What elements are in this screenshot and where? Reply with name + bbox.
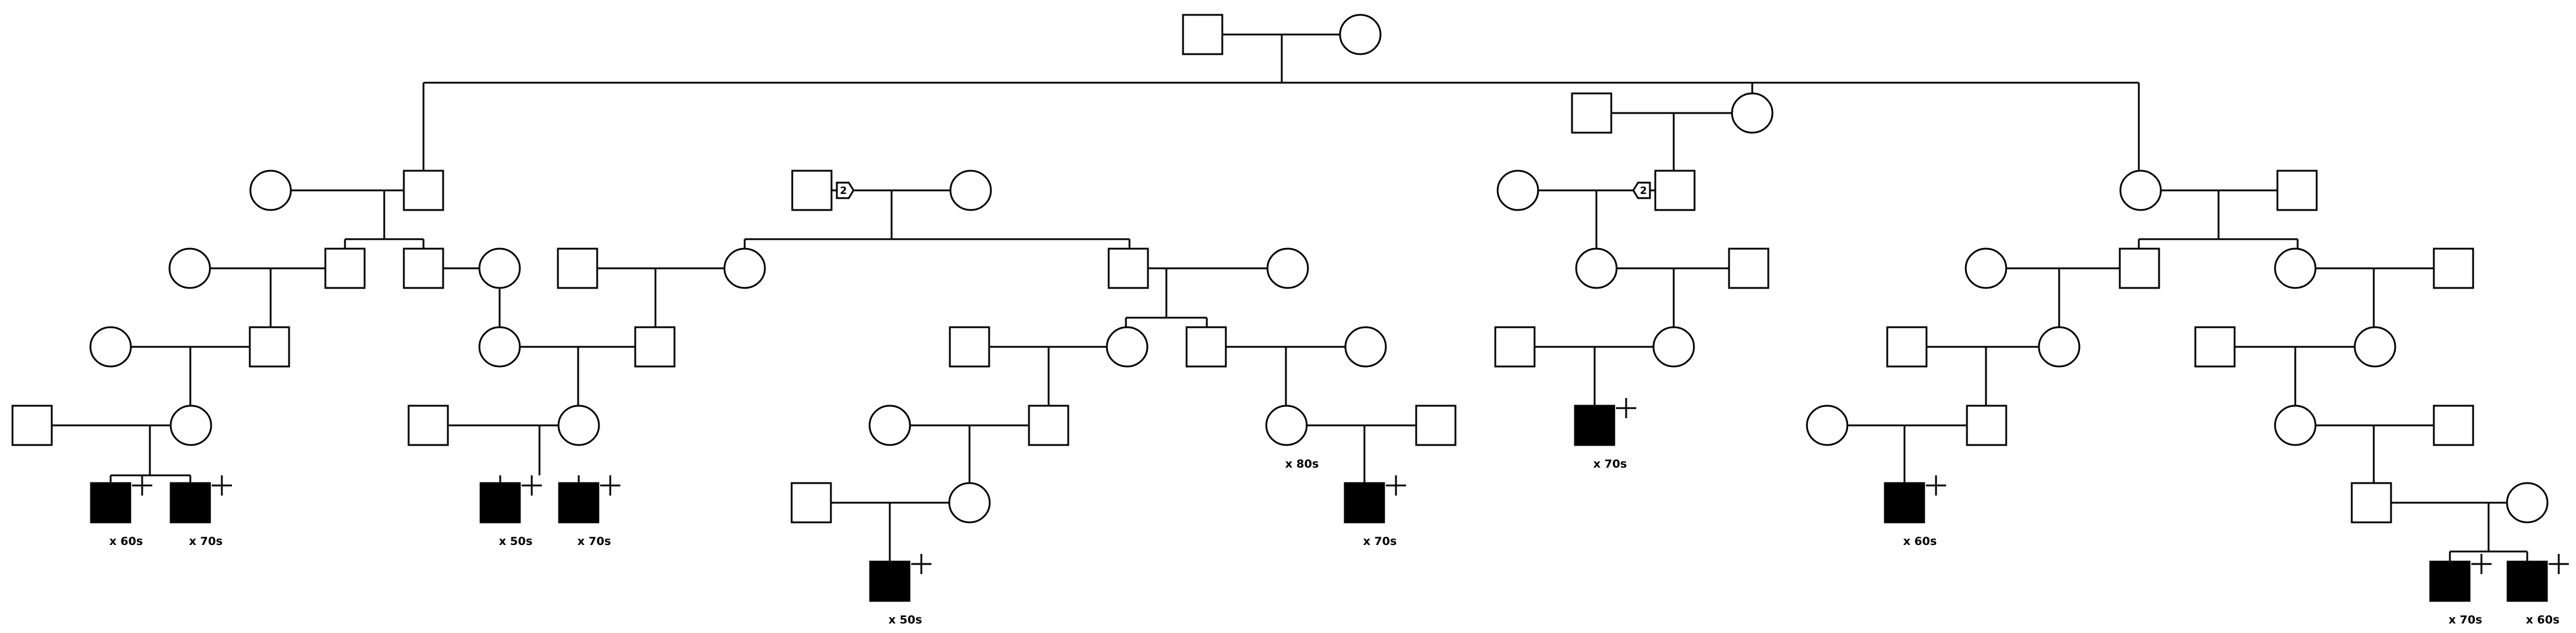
female-symbol-I36 <box>1652 326 1695 368</box>
female-symbol-I11 <box>2119 170 2162 211</box>
male-symbol-I41 <box>11 405 53 446</box>
male-symbol-I10 <box>1654 170 1696 211</box>
male-symbol-I3 <box>1571 92 1612 134</box>
female-symbol-I47 <box>1265 405 1308 446</box>
age-label: x 70s <box>578 535 611 548</box>
female-symbol-I45 <box>868 405 911 446</box>
age-label: x 60s <box>109 535 143 548</box>
male-symbol-I30 <box>634 326 676 368</box>
age-label: x 70s <box>1593 457 1627 471</box>
deceased-cross-icon <box>2549 554 2569 574</box>
male-symbol-I1 <box>1182 14 1223 55</box>
male-symbol-I24 <box>2119 247 2160 289</box>
female-symbol-I63 <box>2506 482 2549 524</box>
duplicate-flag-number: 2 <box>1640 185 1647 197</box>
male-symbol-I28 <box>249 326 290 368</box>
affected-male-symbol-I55 <box>170 482 211 524</box>
male-symbol-I39 <box>2194 326 2236 368</box>
female-symbol-I52 <box>2274 405 2317 446</box>
age-label: x 70s <box>1363 535 1397 548</box>
male-symbol-I7 <box>791 170 833 211</box>
male-symbol-I6 <box>403 170 444 211</box>
female-symbol-I5 <box>249 170 292 211</box>
deceased-cross-icon <box>1926 475 1946 496</box>
affected-male-symbol-I64 <box>869 560 911 602</box>
male-symbol-I62 <box>2351 482 2392 524</box>
deceased-cross-icon <box>911 554 931 574</box>
affected-male-symbol-I49 <box>1574 405 1615 446</box>
deceased-cross-icon <box>600 475 620 496</box>
deceased-cross-icon <box>2471 554 2492 574</box>
male-symbol-I15 <box>403 247 444 289</box>
age-label: x 60s <box>1903 535 1937 548</box>
age-label: x 70s <box>189 535 223 548</box>
female-symbol-I2 <box>1339 14 1382 55</box>
female-symbol-I21 <box>1575 247 1618 289</box>
age-label: x 50s <box>889 613 923 626</box>
male-symbol-I14 <box>324 247 366 289</box>
duplicate-flag-arrow-icon <box>836 181 855 199</box>
affected-male-symbol-I54 <box>90 482 131 524</box>
female-symbol-I59 <box>948 482 991 524</box>
female-symbol-I16 <box>478 247 521 289</box>
female-symbol-I50 <box>1806 405 1849 446</box>
male-symbol-I51 <box>1966 405 2007 446</box>
duplicate-flag-arrow-icon <box>1632 181 1651 199</box>
female-symbol-I44 <box>557 405 600 446</box>
male-symbol-I48 <box>1415 405 1457 446</box>
deceased-cross-icon <box>522 475 542 496</box>
affected-male-symbol-I56 <box>479 482 521 524</box>
male-symbol-I31 <box>949 326 990 368</box>
female-symbol-I42 <box>170 405 212 446</box>
female-symbol-I38 <box>2038 326 2081 368</box>
affected-male-symbol-I66 <box>2506 560 2548 602</box>
male-symbol-I37 <box>1886 326 1928 368</box>
affected-male-symbol-I60 <box>1344 482 1385 524</box>
affected-male-symbol-I61 <box>1884 482 1925 524</box>
male-symbol-I17 <box>557 247 598 289</box>
deceased-cross-icon <box>132 475 152 496</box>
male-symbol-I12 <box>2276 170 2318 211</box>
age-label: x 70s <box>2449 613 2483 626</box>
female-symbol-I8 <box>949 170 992 211</box>
female-symbol-I27 <box>89 326 132 368</box>
affected-male-symbol-I65 <box>2429 560 2471 602</box>
female-symbol-I20 <box>1266 247 1309 289</box>
deceased-cross-icon <box>212 475 232 496</box>
female-symbol-I13 <box>168 247 211 289</box>
age-label: x 60s <box>2526 613 2560 626</box>
male-symbol-I43 <box>407 405 449 446</box>
age-label: x 80s <box>1285 457 1319 471</box>
age-label: x 50s <box>499 535 533 548</box>
duplicate-flag-number: 2 <box>840 185 847 197</box>
male-symbol-I22 <box>1728 247 1769 289</box>
female-symbol-I34 <box>1344 326 1387 368</box>
female-symbol-I40 <box>2354 326 2396 368</box>
male-symbol-I58 <box>790 482 832 524</box>
female-symbol-I9 <box>1496 170 1539 211</box>
deceased-cross-icon <box>1386 475 1406 496</box>
male-symbol-I46 <box>1028 405 1069 446</box>
affected-male-symbol-I57 <box>558 482 600 524</box>
female-symbol-I23 <box>1965 247 2007 289</box>
male-symbol-I33 <box>1185 326 1227 368</box>
deceased-cross-icon <box>1616 398 1636 418</box>
male-symbol-I19 <box>1107 247 1149 289</box>
female-symbol-I29 <box>478 326 521 368</box>
male-symbol-I53 <box>2433 405 2474 446</box>
female-symbol-I25 <box>2274 247 2317 289</box>
female-symbol-I4 <box>1731 92 1774 134</box>
female-symbol-I18 <box>723 247 766 289</box>
male-symbol-I35 <box>1494 326 1536 368</box>
male-symbol-I26 <box>2433 247 2474 289</box>
female-symbol-I32 <box>1106 326 1149 368</box>
